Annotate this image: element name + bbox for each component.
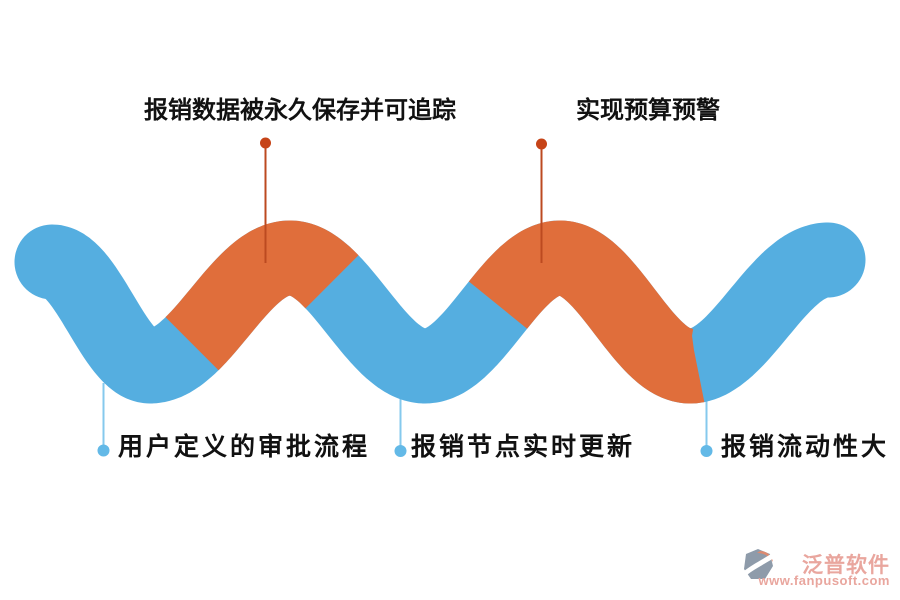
callout-label-bottom-1: 用户定义的审批流程 [118, 433, 371, 461]
callout-label-top-1: 报销数据被永久保存并可追踪 [144, 97, 456, 124]
callout-label-top-2: 实现预算预警 [576, 97, 720, 124]
callout-label-bottom-2: 报销节点实时更新 [411, 433, 636, 461]
bottom-callout-dot [394, 445, 407, 457]
vendor-logo-name: 泛普软件 [802, 554, 890, 577]
wave-orange-segment-1 [157, 220, 368, 379]
bottom-callout-dot [700, 445, 713, 457]
fanpu-logo-icon [744, 549, 774, 579]
vendor-logo: 泛普软件 www.fanpusoft.com [742, 548, 892, 590]
top-callout-dot [536, 138, 547, 150]
top-callout-dot [260, 137, 271, 149]
wave-ribbon [14, 220, 866, 404]
bottom-callout-dot [97, 444, 110, 457]
callout-label-bottom-3: 报销流动性大 [721, 433, 890, 461]
wave-orange-segment-2 [463, 220, 734, 404]
vendor-logo-url: www.fanpusoft.com [758, 573, 890, 588]
